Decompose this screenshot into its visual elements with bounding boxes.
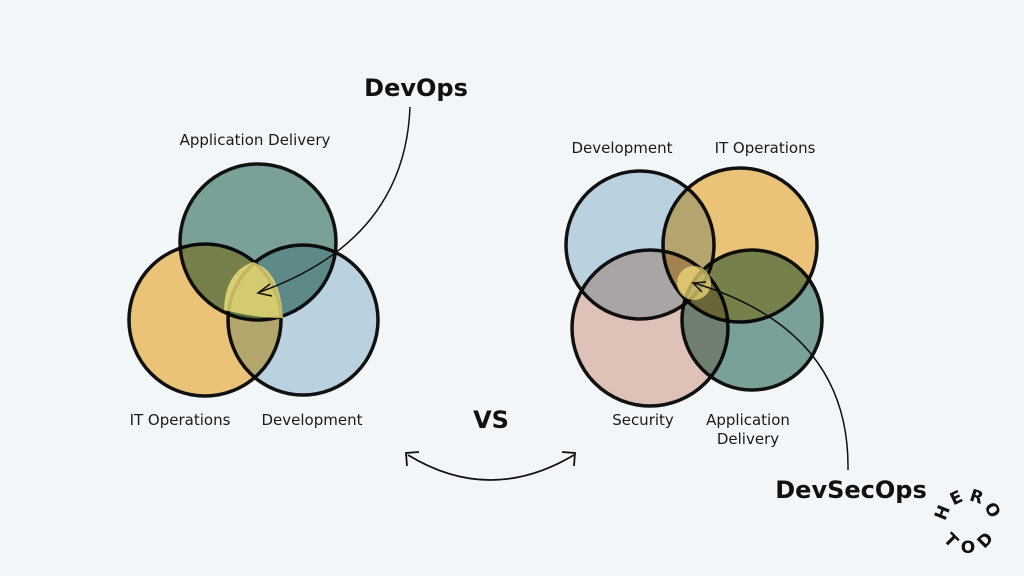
arrowhead-icon <box>256 283 273 297</box>
label-it-operations: IT Operations <box>715 139 816 157</box>
label-application: Application <box>706 411 790 429</box>
devops-venn: Application Delivery IT Operations Devel… <box>127 74 468 429</box>
circle-application-delivery <box>680 248 824 392</box>
svg-text:T: T <box>939 530 962 553</box>
devops-arrow <box>259 106 411 293</box>
label-application-delivery: Application Delivery <box>180 131 331 149</box>
svg-text:D: D <box>974 529 998 553</box>
label-security: Security <box>612 411 674 429</box>
devsecops-venn: Development IT Operations Security Appli… <box>564 139 927 504</box>
svg-text:R: R <box>967 486 986 509</box>
label-it-operations: IT Operations <box>130 411 231 429</box>
arrowhead-left-icon <box>405 451 420 467</box>
devops-center-highlight <box>224 262 283 318</box>
label-delivery: Delivery <box>717 430 779 448</box>
herodot-logo: H E R O D O T <box>931 486 1004 558</box>
devops-title: DevOps <box>364 74 468 102</box>
arrowhead-icon <box>691 281 707 293</box>
label-development: Development <box>262 411 363 429</box>
vs-label: VS <box>473 406 509 434</box>
svg-text:O: O <box>961 538 975 558</box>
devsecops-title: DevSecOps <box>775 476 927 504</box>
svg-text:E: E <box>947 487 966 510</box>
double-arrow <box>407 454 575 481</box>
label-development: Development <box>572 139 673 157</box>
arrowhead-right-icon <box>561 451 576 467</box>
devsecops-arrow <box>693 282 849 471</box>
svg-text:H: H <box>931 503 955 524</box>
svg-text:O: O <box>980 499 1004 521</box>
